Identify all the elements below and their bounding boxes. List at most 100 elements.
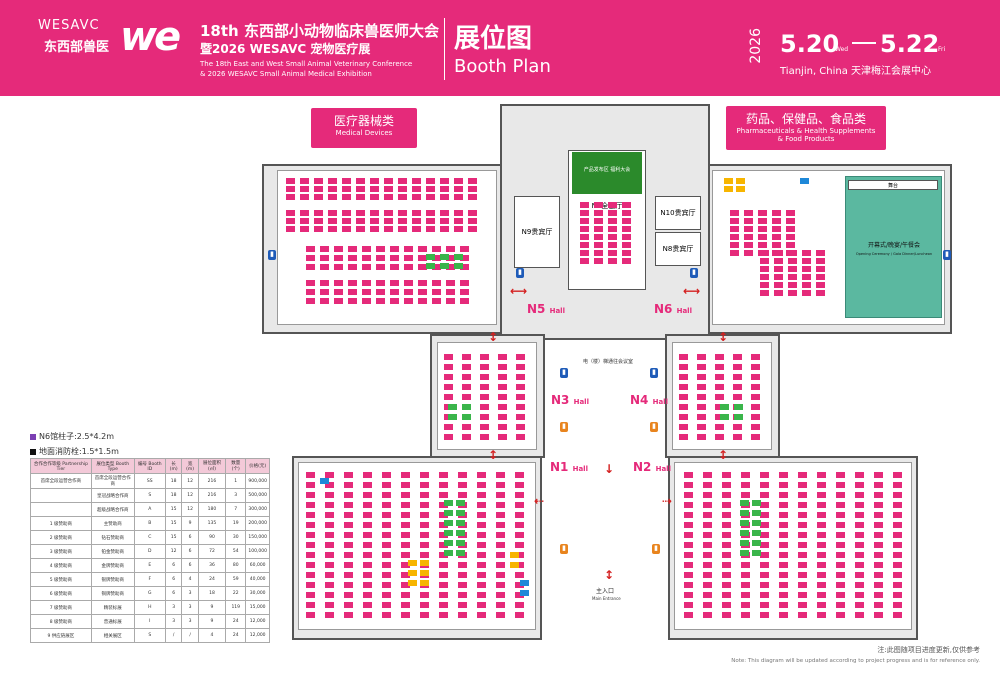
booth	[760, 502, 769, 508]
booth	[893, 542, 902, 548]
booth	[363, 502, 372, 508]
event-title: 18th 东西部小动物临床兽医师大会	[200, 22, 439, 40]
booth	[836, 472, 845, 478]
booth	[398, 210, 407, 216]
booth	[798, 502, 807, 508]
booth	[444, 384, 453, 390]
booth	[384, 226, 393, 232]
table-cell: 9	[197, 600, 227, 615]
booth	[855, 532, 864, 538]
booth	[779, 582, 788, 588]
booth	[456, 540, 465, 546]
booth	[893, 502, 902, 508]
booth	[760, 572, 769, 578]
table-cell: 3 级赞助商	[30, 544, 92, 559]
booth	[477, 522, 486, 528]
booth	[370, 226, 379, 232]
booth	[458, 492, 467, 498]
booth	[855, 612, 864, 618]
booth	[874, 502, 883, 508]
booth	[760, 274, 769, 280]
booth	[401, 592, 410, 598]
booth	[401, 492, 410, 498]
booth	[344, 572, 353, 578]
booth	[836, 612, 845, 618]
table-cell: /	[181, 628, 199, 643]
booth	[462, 404, 471, 410]
booth	[325, 472, 334, 478]
booth	[855, 502, 864, 508]
booth	[679, 434, 688, 440]
booth	[724, 178, 733, 184]
booth	[426, 186, 435, 192]
booth	[440, 254, 449, 260]
start-day: Wed	[835, 46, 849, 53]
booth	[722, 532, 731, 538]
booth	[356, 218, 365, 224]
booth	[401, 582, 410, 588]
booth	[679, 354, 688, 360]
booth	[306, 522, 315, 528]
booth	[468, 194, 477, 200]
booth	[420, 492, 429, 498]
booth	[444, 374, 453, 380]
booth	[401, 562, 410, 568]
main-entrance-label-en: Main Entrance	[592, 596, 621, 601]
table-cell: 3	[225, 488, 247, 503]
booth	[440, 178, 449, 184]
booth	[741, 472, 750, 478]
booth	[741, 572, 750, 578]
booth	[320, 255, 329, 261]
booth	[440, 263, 449, 269]
booth	[376, 298, 385, 304]
booth	[420, 612, 429, 618]
n8-vip-room: N8贵宾厅	[655, 232, 701, 266]
booth	[448, 414, 457, 420]
booth	[480, 394, 489, 400]
booth	[802, 250, 811, 256]
booth	[786, 234, 795, 240]
booth	[460, 246, 469, 252]
booth	[439, 482, 448, 488]
booth	[458, 582, 467, 588]
end-date: 5.22	[880, 30, 940, 58]
booth	[760, 492, 769, 498]
booth	[432, 264, 441, 270]
booth	[306, 246, 315, 252]
booth	[510, 562, 519, 568]
arrow-main-entrance: ↕	[604, 568, 615, 582]
booth	[325, 562, 334, 568]
booth	[401, 612, 410, 618]
booth	[498, 404, 507, 410]
booth	[344, 492, 353, 498]
booth	[751, 424, 760, 430]
booth	[325, 522, 334, 528]
arrow-left-n5: ⟷	[510, 284, 528, 298]
booth	[874, 532, 883, 538]
booth	[684, 532, 693, 538]
booth	[362, 255, 371, 261]
booth	[715, 364, 724, 370]
booth	[344, 562, 353, 568]
booth	[684, 612, 693, 618]
booth	[382, 522, 391, 528]
table-cell: 15	[164, 502, 183, 517]
booth	[798, 472, 807, 478]
booth	[342, 218, 351, 224]
table-cell: 180	[197, 502, 227, 517]
booth	[420, 592, 429, 598]
note-en: Note: This diagram will be updated accor…	[731, 658, 980, 664]
booth	[458, 612, 467, 618]
booth	[622, 202, 631, 208]
table-cell: 4	[181, 572, 199, 587]
booth	[398, 226, 407, 232]
booth	[342, 194, 351, 200]
booth	[306, 562, 315, 568]
booth	[752, 510, 761, 516]
booth	[516, 374, 525, 380]
booth	[498, 394, 507, 400]
booth	[468, 218, 477, 224]
booth	[480, 414, 489, 420]
booth	[498, 364, 507, 370]
